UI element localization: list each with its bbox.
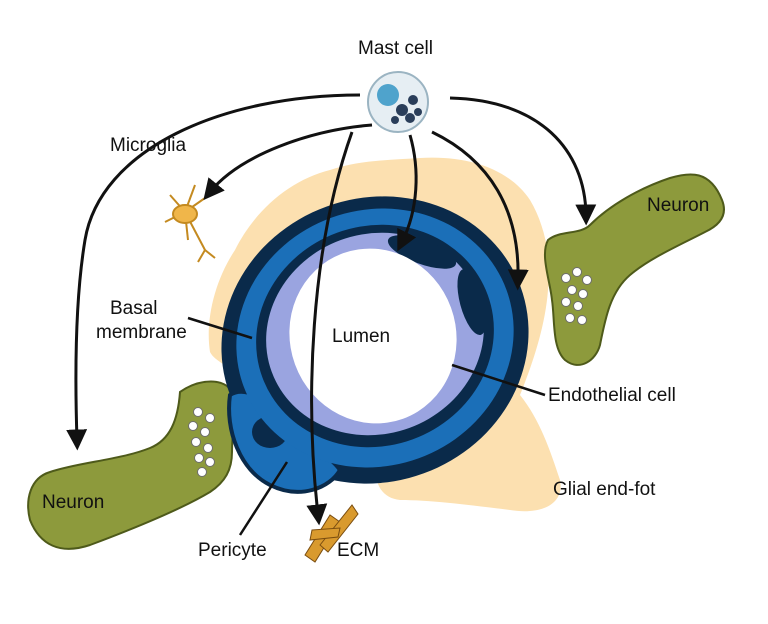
mediator-arrows	[66, 93, 597, 526]
label-pericyte: Pericyte	[198, 540, 267, 561]
label-neuron-right: Neuron	[647, 195, 710, 216]
blood-vessel	[221, 196, 529, 494]
pointer-pericyte	[238, 461, 289, 536]
arrow-to-neuron-right	[449, 96, 597, 226]
label-pointers	[187, 316, 546, 536]
pointer-basal-membrane	[187, 316, 253, 340]
label-glial-endfoot: Glial end-fot	[553, 479, 656, 500]
label-basal-membrane-line2: membrane	[96, 322, 187, 343]
label-mast-cell: Mast cell	[358, 38, 433, 59]
lumen	[289, 248, 457, 424]
neuron-left	[27, 380, 235, 550]
mast-cell	[367, 71, 429, 133]
arrow-to-ecm	[306, 131, 354, 526]
ecm-fibers	[304, 504, 359, 563]
label-endothelial-cell: Endothelial cell	[548, 385, 676, 406]
arrow-to-neuron-left	[66, 93, 361, 451]
label-basal-membrane-line1: Basal	[110, 298, 158, 319]
arrow-to-vessel	[397, 134, 418, 252]
label-neuron-left: Neuron	[42, 492, 105, 513]
arrow-to-microglia	[203, 123, 373, 201]
arrow-to-glia	[431, 130, 529, 291]
label-ecm: ECM	[337, 540, 380, 561]
neuron-right	[544, 173, 725, 366]
neuron-left-vesicles	[188, 407, 215, 477]
pointer-endothelial-cell	[451, 363, 546, 397]
label-lumen: Lumen	[332, 326, 391, 347]
microglia-cell	[164, 184, 216, 263]
neuron-right-vesicles	[561, 267, 592, 325]
label-microglia: Microglia	[110, 135, 187, 156]
